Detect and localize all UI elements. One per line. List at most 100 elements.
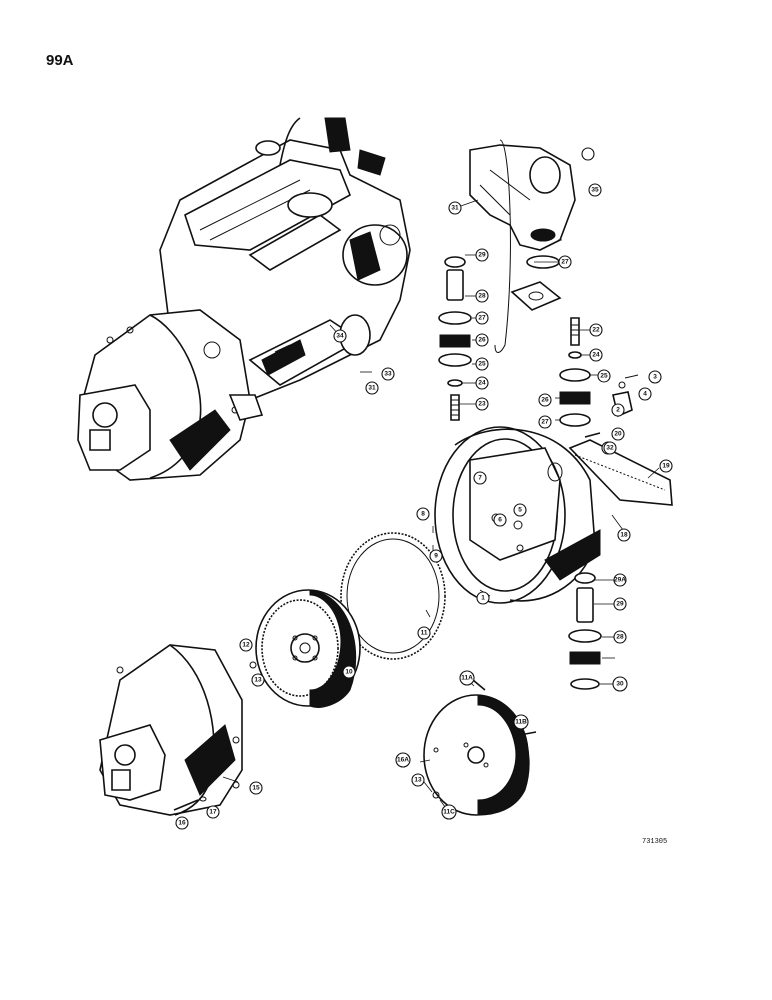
callout: 8 — [416, 507, 430, 521]
callout: 11 — [417, 626, 431, 640]
callout: 6 — [493, 513, 507, 527]
svg-text:28: 28 — [616, 634, 624, 641]
svg-text:26: 26 — [541, 397, 549, 404]
svg-text:12: 12 — [242, 642, 250, 649]
callout: 11C — [441, 804, 457, 820]
callout: 25 — [475, 357, 489, 371]
svg-text:34: 34 — [336, 333, 344, 340]
page-number: 99A — [46, 52, 74, 69]
torque-converter — [99, 644, 257, 816]
svg-text:5: 5 — [518, 507, 522, 514]
svg-text:4: 4 — [643, 391, 647, 398]
svg-text:11: 11 — [421, 630, 428, 637]
svg-text:29: 29 — [616, 601, 624, 608]
callout: 19 — [659, 459, 673, 473]
callout: 29A — [613, 573, 627, 587]
callout: 27 — [475, 311, 489, 325]
svg-text:22: 22 — [592, 327, 600, 334]
flywheel — [255, 589, 361, 708]
svg-text:11A: 11A — [461, 675, 473, 682]
callout: 15 — [249, 781, 263, 795]
svg-text:20: 20 — [614, 431, 622, 438]
callout: 31 — [365, 381, 379, 395]
svg-text:8: 8 — [421, 511, 425, 518]
callout: 30 — [612, 676, 628, 692]
svg-text:24: 24 — [592, 352, 600, 359]
svg-text:25: 25 — [478, 361, 486, 368]
svg-text:31: 31 — [451, 205, 459, 212]
callout: 26 — [475, 333, 489, 347]
svg-text:3: 3 — [653, 374, 657, 381]
callout — [581, 147, 595, 161]
svg-text:18: 18 — [620, 532, 628, 539]
svg-text:2: 2 — [616, 407, 620, 414]
callout: 34 — [333, 329, 347, 343]
callout: 27 — [558, 255, 572, 269]
svg-text:16: 16 — [178, 820, 186, 827]
svg-text:15: 15 — [252, 785, 260, 792]
callout: 24 — [589, 348, 603, 362]
callout: 28 — [613, 630, 627, 644]
figure-code: 731305 — [642, 838, 668, 846]
front-mount-bracket — [469, 139, 576, 353]
svg-text:16A: 16A — [397, 757, 409, 764]
callout: 2 — [611, 403, 625, 417]
ring-gear — [340, 532, 446, 660]
svg-text:19: 19 — [662, 463, 670, 470]
svg-text:25: 25 — [600, 373, 608, 380]
svg-text:32: 32 — [606, 445, 614, 452]
svg-text:27: 27 — [478, 315, 486, 322]
callout: 13 — [411, 773, 425, 787]
callout: 26 — [538, 393, 552, 407]
callout: 18 — [617, 528, 631, 542]
callout: 27 — [538, 415, 552, 429]
flex-plate — [423, 679, 537, 816]
svg-text:10: 10 — [345, 669, 353, 676]
callout: 20 — [611, 427, 625, 441]
svg-text:27: 27 — [541, 419, 549, 426]
svg-text:28: 28 — [478, 293, 486, 300]
leader-lines — [222, 199, 660, 812]
svg-text:1: 1 — [481, 595, 485, 602]
callout: 13 — [251, 673, 265, 687]
svg-text:17: 17 — [209, 809, 217, 816]
callout: 31 — [448, 201, 462, 215]
svg-text:11B: 11B — [515, 719, 527, 726]
engine-mount-stack-lower — [568, 572, 602, 690]
callout: 29 — [613, 597, 627, 611]
callout: 4 — [638, 387, 652, 401]
flywheel-housing — [434, 426, 673, 604]
callout: 9 — [429, 549, 443, 563]
svg-text:29: 29 — [478, 252, 486, 259]
callout: 10 — [342, 665, 356, 679]
callout: 23 — [475, 397, 489, 411]
engine-assembly — [77, 117, 411, 481]
callout: 5 — [513, 503, 527, 517]
callout: 22 — [589, 323, 603, 337]
svg-text:26: 26 — [478, 337, 486, 344]
callout: 25 — [597, 369, 611, 383]
callout: 1 — [476, 591, 490, 605]
callout: 24 — [475, 376, 489, 390]
callout: 12 — [239, 638, 253, 652]
svg-text:31: 31 — [368, 385, 376, 392]
svg-text:11C: 11C — [443, 809, 455, 816]
svg-text:13: 13 — [254, 677, 262, 684]
svg-text:33: 33 — [384, 371, 392, 378]
svg-text:24: 24 — [478, 380, 486, 387]
svg-text:9: 9 — [434, 553, 438, 560]
callout: 16A — [395, 752, 411, 768]
callout: 29 — [475, 248, 489, 262]
callout: 7 — [473, 471, 487, 485]
callout: 35 — [588, 183, 602, 197]
svg-text:30: 30 — [616, 681, 624, 688]
svg-text:27: 27 — [561, 259, 569, 266]
callout: 11A — [459, 670, 475, 686]
svg-text:29A: 29A — [614, 577, 626, 584]
svg-text:35: 35 — [591, 187, 599, 194]
svg-text:7: 7 — [478, 475, 482, 482]
svg-text:13: 13 — [414, 777, 422, 784]
callout: 3 — [648, 370, 662, 384]
engine-mount-stack-left — [438, 256, 472, 421]
